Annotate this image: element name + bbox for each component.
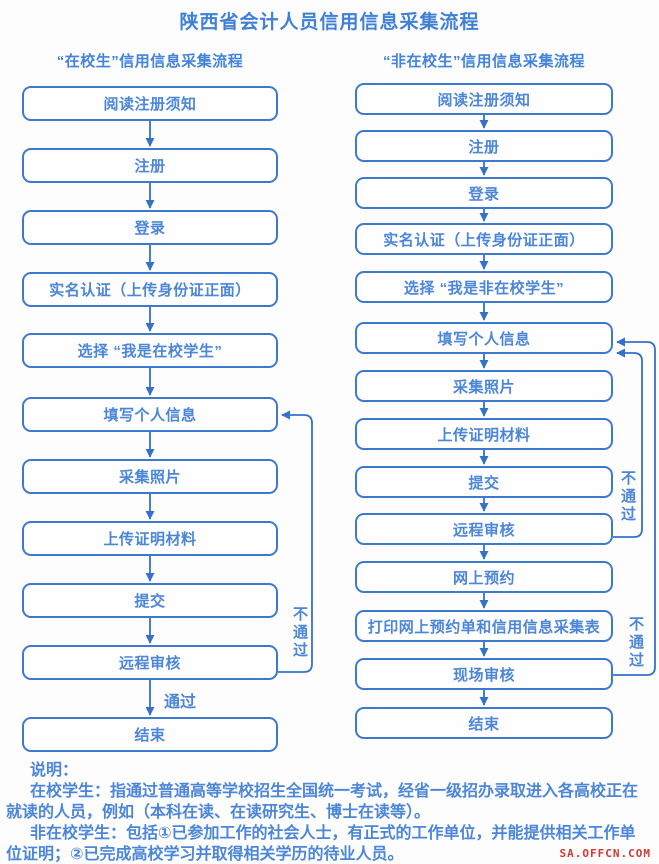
left-step-11: 结束 — [22, 717, 278, 752]
notes-section: 说明： 在校学生：指通过普通高等学校招生全国统一考试，经省一级招办录取进入各高校… — [6, 760, 647, 864]
right-step-13: 现场审核 — [355, 658, 613, 690]
left-step-7: 采集照片 — [22, 459, 278, 494]
right-step-5: 选择 “我是非在校学生” — [355, 271, 613, 303]
watermark: SA.OFFCN.COM — [559, 847, 651, 860]
right-step-12: 打印网上预约单和信用信息采集表 — [355, 610, 613, 642]
left-step-5: 选择 “我是在校学生” — [22, 333, 278, 368]
right-step-14: 结束 — [355, 707, 613, 739]
right-remote-fail-loop-arrow — [613, 348, 643, 538]
right-step-7: 采集照片 — [355, 370, 613, 402]
right-step-10: 远程审核 — [355, 513, 613, 545]
left-step-10: 远程审核 — [22, 645, 278, 680]
right-onsite-fail-loop-arrow — [613, 337, 656, 676]
notes-heading: 说明： — [30, 762, 79, 779]
notes-student-definition: 在校学生：指通过普通高等学校招生全国统一考试，经省一级招办录取进入各高校正在就读… — [6, 783, 639, 821]
right-step-6: 填写个人信息 — [355, 322, 613, 354]
right-step-2: 注册 — [355, 130, 613, 162]
left-step-4: 实名认证（上传身份证正面） — [22, 272, 278, 307]
right-remote-fail-label: 不通过 — [619, 470, 636, 524]
left-fail-loop-arrow — [278, 410, 313, 673]
left-step-8: 上传证明材料 — [22, 521, 278, 556]
right-onsite-fail-label: 不通过 — [627, 616, 644, 670]
right-step-11: 网上预约 — [355, 561, 613, 593]
left-step-6: 填写个人信息 — [22, 397, 278, 432]
left-flow-header: “在校生”信用信息采集流程 — [56, 53, 244, 70]
right-step-8: 上传证明材料 — [355, 418, 613, 450]
left-fail-label: 不通过 — [291, 606, 308, 660]
right-step-4: 实名认证（上传身份证正面） — [355, 223, 613, 255]
notes-nonstudent-definition: 非在校学生：包括①已参加工作的社会人士，有正式的工作单位，并能提供相关工作单位证… — [6, 825, 636, 863]
left-pass-label: 通过 — [164, 694, 197, 711]
page-title: 陕西省会计人员信用信息采集流程 — [179, 12, 480, 33]
left-step-2: 注册 — [22, 148, 278, 183]
right-flow-header: “非在校生”信用信息采集流程 — [382, 53, 585, 70]
left-step-9: 提交 — [22, 583, 278, 618]
right-step-3: 登录 — [355, 177, 613, 209]
right-step-1: 阅读注册须知 — [355, 83, 613, 115]
left-step-3: 登录 — [22, 210, 278, 245]
right-step-9: 提交 — [355, 466, 613, 498]
fail-loop-arrows — [278, 337, 656, 676]
left-step-1: 阅读注册须知 — [22, 86, 278, 121]
